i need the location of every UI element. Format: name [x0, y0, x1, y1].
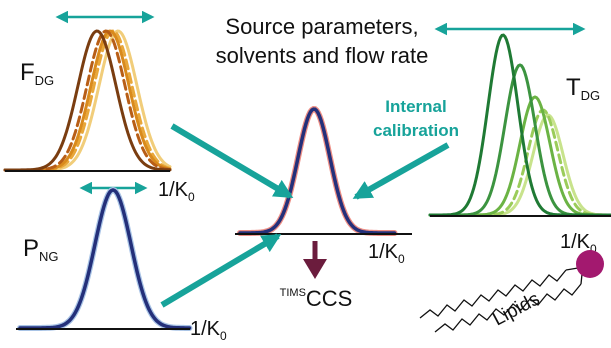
- fdg-axis-label: 1/K0: [158, 179, 195, 204]
- png-panel: PNG 1/K0: [16, 181, 227, 343]
- internal-calibration-line-2: calibration: [373, 121, 459, 140]
- tdg-axis-label: 1/K0: [560, 231, 597, 256]
- title-line-1: Source parameters,: [225, 14, 418, 39]
- title-line-2: solvents and flow rate: [216, 43, 429, 68]
- fdg-panel: FDG 1/K0: [3, 10, 195, 204]
- lipid-head-link: [565, 267, 579, 271]
- tims-ccs-label: TIMSCCS: [280, 286, 353, 311]
- center-panel: 1/K0: [235, 106, 412, 266]
- center-axis-label: 1/K0: [368, 241, 405, 266]
- lipid-tail-1: [419, 269, 567, 319]
- arrow-from-tdg: [352, 142, 450, 200]
- png-label: PNG: [23, 235, 59, 264]
- fdg-curves: [3, 29, 172, 172]
- center-curves: [237, 106, 398, 236]
- png-axis-label: 1/K0: [190, 318, 227, 343]
- internal-calibration-line-1: Internal: [385, 97, 446, 116]
- fdg-peak: [3, 29, 172, 172]
- center-peak-navy: [238, 107, 397, 235]
- tdg-label: TDG: [566, 74, 600, 103]
- lipid-headgroup: [576, 250, 604, 278]
- arrow-from-png: [160, 233, 282, 308]
- arrow-from-fdg: [170, 123, 294, 199]
- png-curves: [17, 186, 193, 331]
- tdg-panel: TDG 1/K0: [428, 22, 611, 256]
- lipids-label: Lipids: [489, 289, 543, 331]
- lipid-head-link-2: [580, 273, 583, 285]
- result-arrow-head: [303, 259, 327, 279]
- lipid-illustration: Lipids: [419, 250, 604, 333]
- fdg-label: FDG: [20, 59, 54, 88]
- lipid-tail-2: [434, 283, 582, 333]
- center-peak-salmon: [237, 106, 398, 236]
- png-peak: [18, 188, 192, 330]
